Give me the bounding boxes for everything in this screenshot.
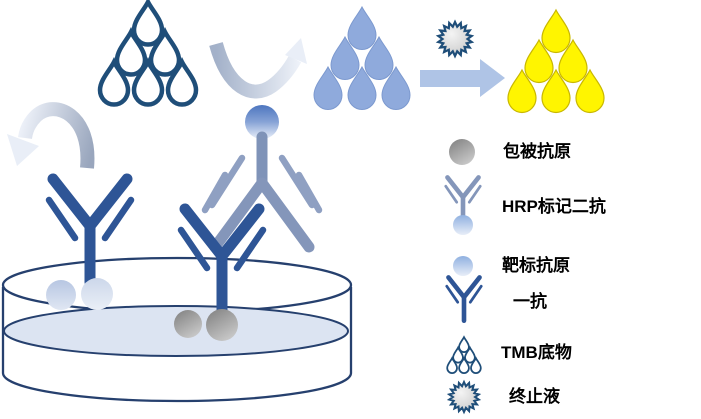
target-antigen-sphere (81, 278, 113, 310)
hrp-secondary-antibody (201, 105, 323, 253)
primary-antibody-icon (447, 277, 481, 320)
tmb-substrate-drops-icon (100, 2, 196, 105)
legend-label-tmb-substrate: TMB底物 (501, 343, 572, 362)
stop-solution-icon (446, 379, 482, 415)
stop-solution-starburst-icon (435, 19, 475, 59)
legend-label-primary-antibody: 一抗 (513, 292, 547, 311)
hrp-secondary-antibody-icon (446, 177, 480, 235)
reaction-curved-arrow-icon (209, 38, 307, 99)
target-antigen-sphere (46, 280, 76, 310)
bound-primary-antibody (174, 209, 263, 341)
legend-label-hrp-secondary-antibody: HRP标记二抗 (502, 197, 606, 216)
legend-label-target-antigen: 靶标抗原 (502, 256, 570, 275)
arrow-right-icon (420, 59, 505, 97)
unbound-primary-antibody (46, 179, 131, 310)
tmb-substrate-icon (447, 337, 481, 373)
target-antigen-icon (453, 256, 473, 276)
coating-antigen-sphere (206, 309, 238, 341)
reacted-substrate-drops-icon (314, 7, 410, 110)
legend-label-coating-antigen: 包被抗原 (503, 142, 571, 161)
wash-away-arc-arrow-icon (7, 102, 95, 169)
stopped-reaction-yellow-drops-icon (508, 10, 604, 113)
legend-label-stop-solution: 终止液 (509, 387, 560, 406)
coating-antigen-icon (449, 139, 475, 165)
coating-antigen-sphere (174, 310, 202, 338)
